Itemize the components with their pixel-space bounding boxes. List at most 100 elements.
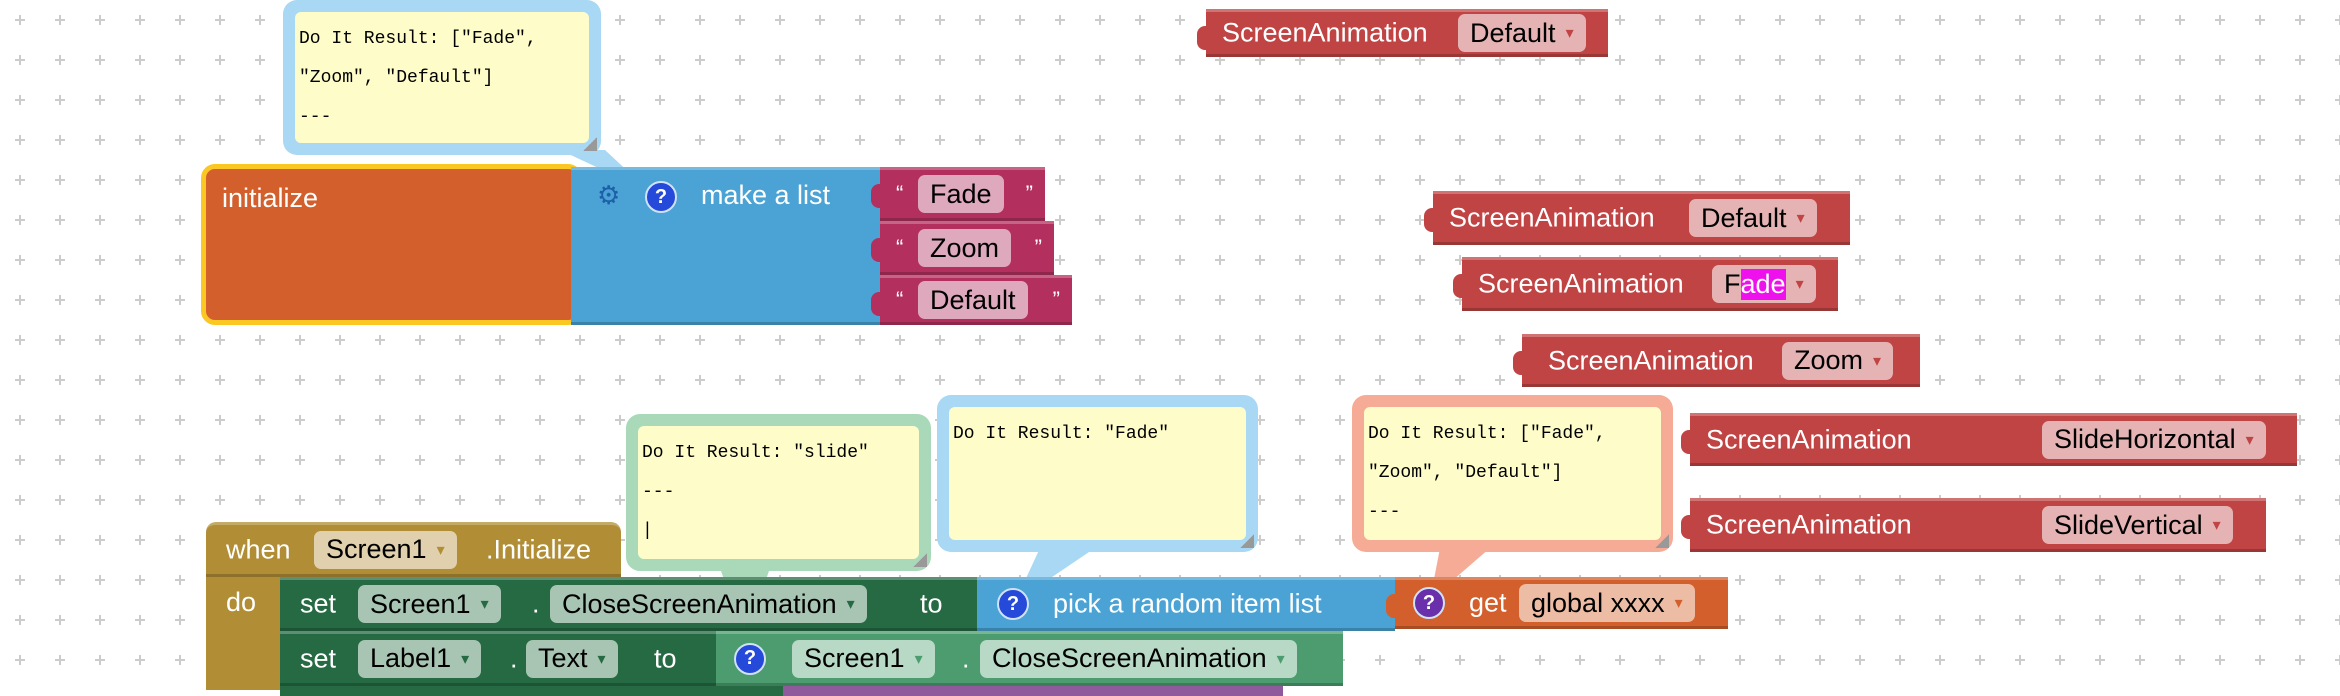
text-value: Default <box>930 284 1016 315</box>
dropdown-value: SlideVertical <box>2054 509 2203 540</box>
resize-grip-icon[interactable] <box>1655 534 1669 548</box>
text-field[interactable]: Zoom <box>918 229 1012 267</box>
animation-dropdown[interactable]: Zoom ▾ <box>1782 341 1894 380</box>
when-screen-initialize-block[interactable]: when Screen1▾ .Initialize <box>206 522 621 577</box>
variable-dropdown[interactable]: global xxxx ▾ <box>1519 584 1695 622</box>
dropdown-arrow-icon: ▾ <box>1873 352 1882 370</box>
question-icon[interactable]: ? <box>1413 587 1445 619</box>
screen-animation-block[interactable]: ScreenAnimation Zoom ▾ <box>1513 334 1920 387</box>
gear-icon[interactable]: ⚙ <box>597 180 621 210</box>
text-value: Fade <box>930 178 992 209</box>
property-dropdown[interactable]: CloseScreenAnimation ▾ <box>980 639 1297 678</box>
do-it-result-comment[interactable]: Do It Result: ["Fade", "Zoom", "Default"… <box>1352 395 1673 552</box>
comment-text[interactable]: Do It Result: "Fade" <box>949 407 1246 540</box>
output-tab <box>1197 26 1209 50</box>
component-dropdown[interactable]: Label1 ▾ <box>358 639 482 678</box>
animation-dropdown[interactable]: Default▾ <box>1458 14 1586 52</box>
output-tab <box>1513 351 1525 375</box>
screen-animation-block[interactable]: ScreenAnimation Default▾ <box>1197 9 1608 57</box>
text-field[interactable]: Fade <box>918 175 1004 213</box>
dropdown-value: Text <box>538 643 588 673</box>
output-tab <box>1681 515 1693 539</box>
dropdown-arrow-icon: ▾ <box>2245 431 2254 449</box>
text-block[interactable]: “ Fade ” <box>871 167 1045 221</box>
screen-animation-block[interactable]: ScreenAnimation SlideVertical▾ <box>1681 498 2266 552</box>
dropdown-arrow-icon: ▾ <box>1796 210 1805 227</box>
property-dropdown[interactable]: Text▾ <box>526 639 618 678</box>
animation-dropdown[interactable]: Default▾ <box>1689 199 1817 237</box>
dropdown-value: Screen1 <box>326 534 427 564</box>
dropdown-value: CloseScreenAnimation <box>992 643 1267 673</box>
dot-label: . <box>962 643 970 673</box>
component-dropdown[interactable]: Screen1 ▾ <box>792 639 935 678</box>
output-tab <box>871 184 883 208</box>
dropdown-arrow-icon: ▾ <box>436 541 445 559</box>
next-set-block[interactable] <box>280 686 783 696</box>
animation-dropdown[interactable]: SlideHorizontal ▾ <box>2042 420 2266 459</box>
comment-text[interactable]: Do It Result: ["Fade", "Zoom", "Default"… <box>1364 407 1661 540</box>
property-dropdown[interactable]: CloseScreenAnimation▾ <box>550 585 867 623</box>
text-value: Zoom <box>930 232 1000 263</box>
block-label: ScreenAnimation <box>1706 424 1912 454</box>
do-it-result-comment[interactable]: Do It Result: "Fade" <box>937 395 1258 552</box>
animation-dropdown[interactable]: SlideVertical ▾ <box>2042 506 2233 544</box>
dropdown-arrow-icon: ▾ <box>461 650 470 668</box>
block-label: ScreenAnimation <box>1548 345 1754 375</box>
dropdown-arrow-icon: ▾ <box>1674 595 1683 612</box>
resize-grip-icon[interactable] <box>583 137 597 151</box>
open-quote: “ <box>896 287 904 312</box>
output-tab <box>1386 594 1398 618</box>
text-block[interactable]: “ Zoom ” <box>871 221 1054 275</box>
output-tab <box>1681 430 1693 454</box>
purple-block[interactable] <box>783 686 1283 696</box>
dropdown-value: Screen1 <box>804 643 905 673</box>
get-label: get <box>1469 587 1507 618</box>
make-a-list-block[interactable]: ⚙ ? make a list <box>571 167 880 325</box>
set-label: set <box>300 588 337 619</box>
selected-text[interactable]: ade <box>1740 268 1786 300</box>
dropdown-value: SlideHorizontal <box>2054 424 2236 454</box>
comment-text[interactable]: Do It Result: ["Fade", "Zoom", "Default"… <box>295 12 589 143</box>
when-label: when <box>226 534 291 564</box>
set-label-text-block[interactable]: set Label1▾ . Text▾ to <box>280 631 716 686</box>
dropdown-arrow-icon: ▾ <box>914 650 923 668</box>
comment-text[interactable]: Do It Result: "slide" --- | <box>638 426 919 559</box>
question-icon[interactable]: ? <box>734 642 766 675</box>
text-field[interactable]: Default <box>918 281 1028 319</box>
do-it-result-comment[interactable]: Do It Result: ["Fade", "Zoom", "Default"… <box>283 0 601 155</box>
set-label: set <box>300 643 337 673</box>
dropdown-arrow-icon: ▾ <box>1276 650 1285 668</box>
dropdown-arrow-icon: ▾ <box>480 596 489 613</box>
dropdown-value: Zoom <box>1794 345 1864 375</box>
output-tab <box>871 292 883 316</box>
dropdown-value: global xxxx <box>1531 587 1665 618</box>
text-block[interactable]: “ Default ” <box>871 275 1072 325</box>
event-do-column: do <box>206 577 282 690</box>
dropdown-arrow-icon: ▾ <box>2212 517 2221 534</box>
do-label: do <box>226 587 257 617</box>
dropdown-value: CloseScreenAnimation <box>562 588 837 619</box>
get-global-block[interactable]: ? get global xxxx ▾ <box>1386 577 1728 629</box>
output-tab <box>1453 274 1465 298</box>
pick-random-item-block[interactable]: ? pick a random item list <box>977 577 1395 631</box>
resize-grip-icon[interactable] <box>913 553 927 567</box>
open-quote: “ <box>896 181 904 206</box>
question-icon[interactable]: ? <box>997 588 1029 620</box>
screen-animation-block[interactable]: ScreenAnimation Default▾ <box>1424 191 1850 245</box>
close-quote: ” <box>1025 181 1033 206</box>
set-screen-property-block[interactable]: set Screen1▾ . CloseScreenAnimation▾ to <box>280 577 985 631</box>
initialize-global-block[interactable]: initialize <box>201 164 582 325</box>
component-dropdown[interactable]: Screen1▾ <box>358 585 501 623</box>
dropdown-value: F <box>1724 268 1741 299</box>
dropdown-value: Label1 <box>370 643 452 673</box>
component-dropdown[interactable]: Screen1 ▾ <box>314 530 457 569</box>
screen-animation-block[interactable]: ScreenAnimation SlideHorizontal ▾ <box>1681 413 2297 466</box>
resize-grip-icon[interactable] <box>1240 534 1254 548</box>
screen-property-getter-block[interactable]: ? Screen1 ▾ . CloseScreenAnimation ▾ <box>716 631 1343 686</box>
question-icon[interactable]: ? <box>645 181 677 213</box>
do-it-result-comment[interactable]: Do It Result: "slide" --- | <box>626 414 931 571</box>
output-tab <box>871 238 883 262</box>
close-quote: ” <box>1052 287 1060 312</box>
